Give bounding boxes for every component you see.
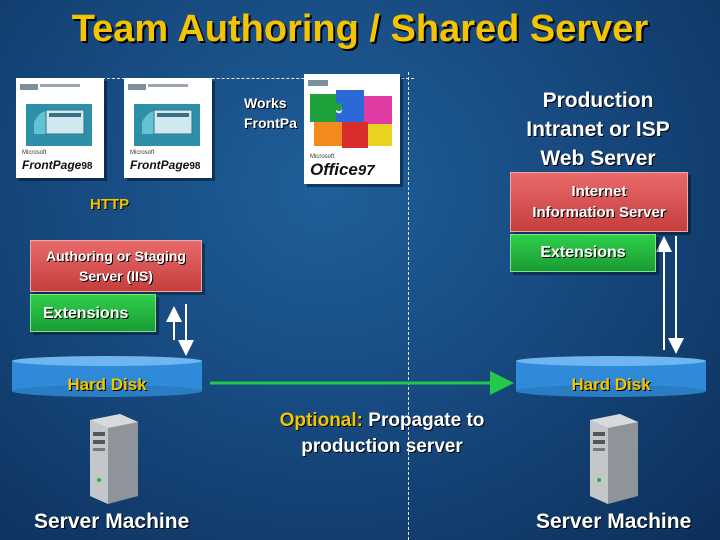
right-server-machine-icon <box>590 414 638 504</box>
office-package: Microsoft Office97 <box>304 74 400 184</box>
office-product: Office97 <box>310 160 375 179</box>
slide-title: Team Authoring / Shared Server <box>71 8 649 50</box>
left-extensions-box: Extensions <box>30 294 156 332</box>
frontpage-product-1: FrontPage98 <box>22 158 93 172</box>
http-label: HTTP <box>90 196 130 213</box>
authoring-server-box: Authoring or Staging Server (IIS) <box>30 240 202 292</box>
dashed-top-line <box>82 78 414 79</box>
frontpage-package-1: Microsoft FrontPage98 <box>16 78 104 178</box>
production-label: Production Intranet or ISP Web Server <box>526 89 670 170</box>
office-puzzle-icon <box>308 80 392 148</box>
frontpage-package-2: Microsoft FrontPage98 <box>124 78 212 178</box>
right-hard-disk-shape <box>516 356 706 397</box>
workstation-label: Works FrontPa <box>244 95 297 131</box>
frontpage-product-2: FrontPage98 <box>130 158 201 172</box>
frontpage-box-icon <box>128 84 200 146</box>
optional-prefix: Optional: <box>279 410 363 431</box>
right-extensions-box: Extensions <box>510 234 656 272</box>
dashed-separator <box>408 72 409 540</box>
left-hard-disk-shape <box>12 356 202 397</box>
office-brand: Microsoft <box>310 154 335 160</box>
right-server-machine-label: Server Machine <box>536 510 692 533</box>
propagate-note: Optional: Propagate to production server <box>279 410 485 457</box>
frontpage-brand-1: Microsoft <box>22 150 47 156</box>
right-hard-disk-label: Hard Disk <box>571 375 651 394</box>
left-hard-disk-label: Hard Disk <box>67 375 147 394</box>
frontpage-brand-2: Microsoft <box>130 150 155 156</box>
left-server-machine-icon <box>90 414 138 504</box>
iis-box: Internet Information Server <box>510 172 688 232</box>
left-server-machine-label: Server Machine <box>34 510 190 533</box>
frontpage-box-icon <box>20 84 92 146</box>
